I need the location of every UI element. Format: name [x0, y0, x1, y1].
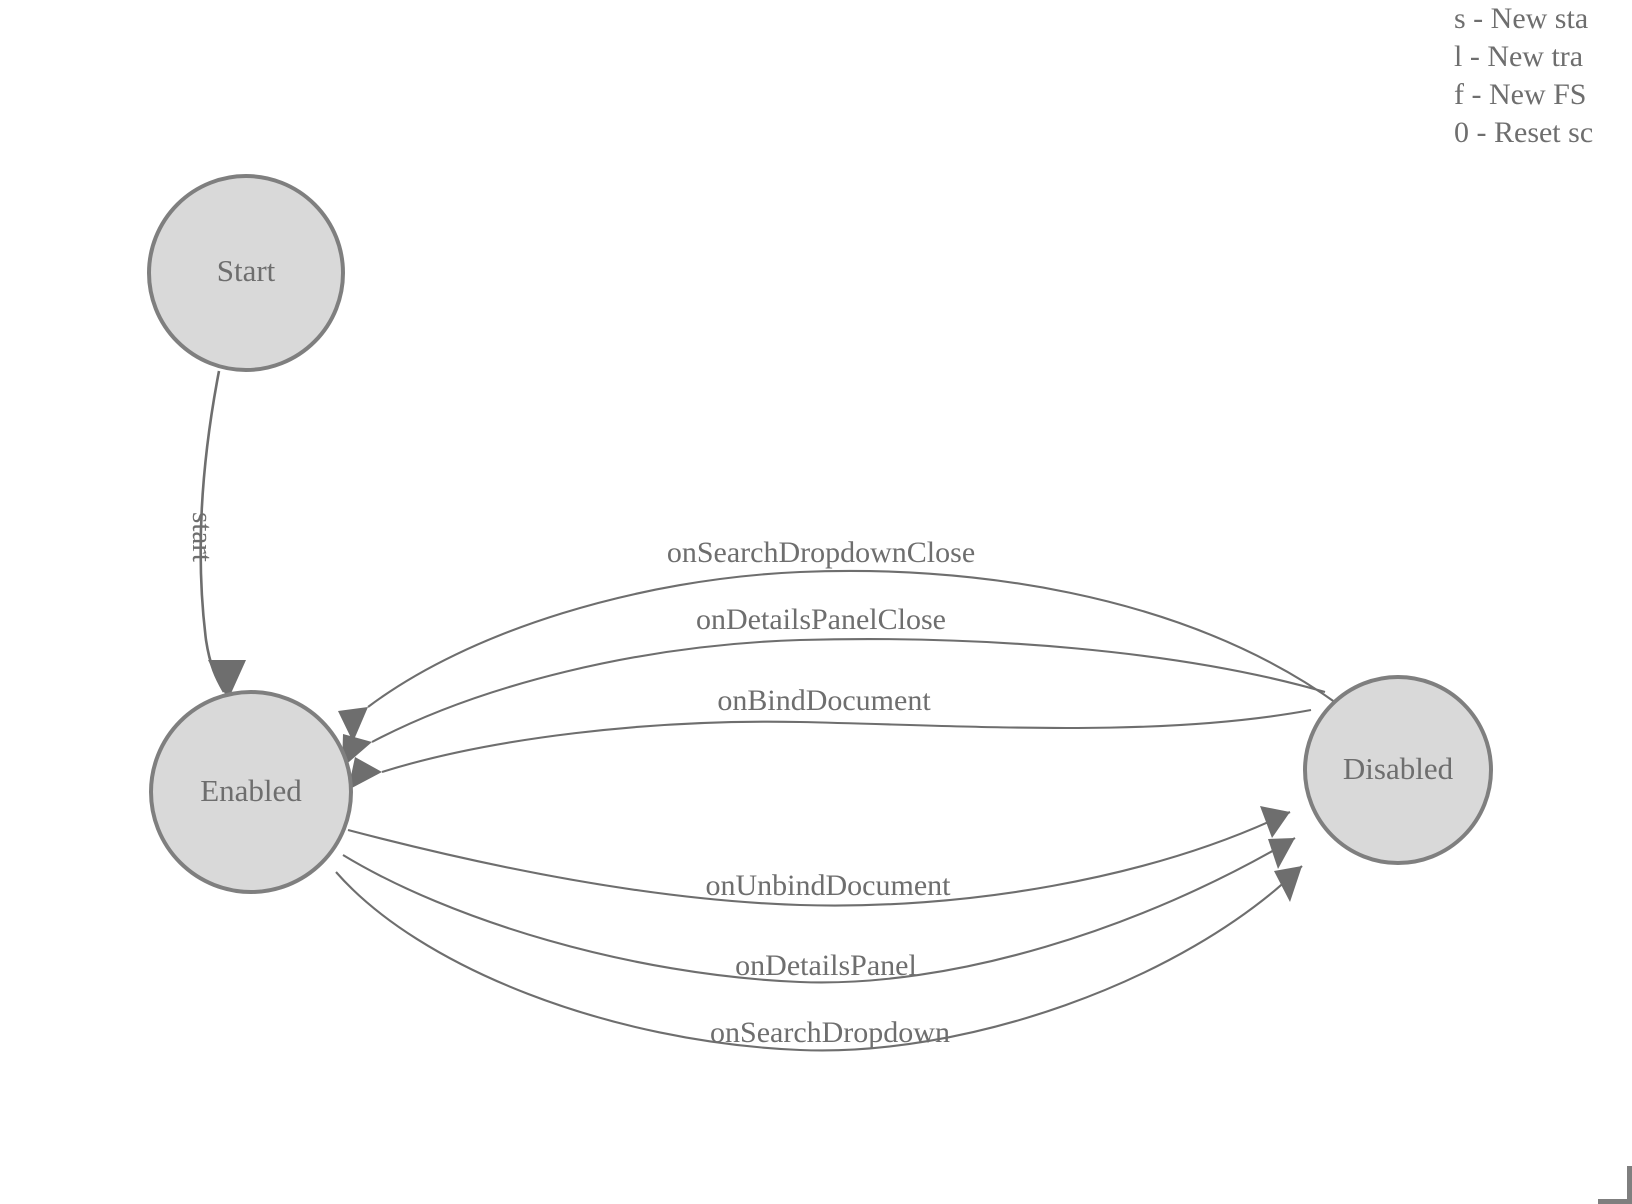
node-enabled-circle[interactable] — [149, 690, 353, 894]
arrow-head-onBindDocument — [348, 757, 382, 790]
edge-label-onUnbindDocument: onUnbindDocument — [706, 869, 952, 902]
edge-path-onUnbindDocument[interactable] — [347, 811, 1291, 907]
node-enabled[interactable]: Enabled — [149, 690, 353, 894]
edge-label-onDetailsPanel: onDetailsPanel — [735, 949, 917, 982]
node-enabled-label: Enabled — [200, 773, 302, 808]
edge-path-onBindDocument[interactable] — [381, 708, 1312, 774]
edge-label-onBindDocument: onBindDocument — [717, 684, 931, 717]
node-start-circle[interactable] — [147, 174, 345, 372]
edge-path-onSearchDropdownClose[interactable] — [367, 569, 1340, 708]
arrow-head-onSearchDropdown — [1274, 866, 1302, 902]
arrow-head-start — [208, 660, 246, 700]
node-disabled[interactable]: Disabled — [1303, 675, 1493, 865]
corner-frame-bracket — [1598, 1166, 1632, 1204]
edge-label-onSearchDropdownClose: onSearchDropdownClose — [667, 536, 975, 569]
edge-label-onSearchDropdown: onSearchDropdown — [710, 1016, 950, 1049]
edge-path-onDetailsPanelClose[interactable] — [371, 638, 1326, 743]
edge-group-disabled-to-enabled — [338, 569, 1340, 790]
edge-path-onDetailsPanel[interactable] — [342, 837, 1296, 984]
edge-label-onDetailsPanelClose: onDetailsPanelClose — [696, 603, 946, 636]
arrow-head-onDetailsPanelClose — [342, 734, 372, 768]
node-start-label: Start — [217, 253, 276, 288]
node-disabled-label: Disabled — [1343, 751, 1454, 786]
arrow-head-onDetailsPanel — [1268, 838, 1295, 869]
edge-label-start: start — [186, 512, 218, 562]
edge-group-start-to-enabled — [199, 370, 246, 700]
node-start[interactable]: Start — [147, 174, 345, 372]
edge-group-enabled-to-disabled — [335, 806, 1303, 1052]
edge-path-onSearchDropdown[interactable] — [335, 865, 1303, 1052]
arrow-head-onUnbindDocument — [1260, 806, 1290, 838]
node-disabled-circle[interactable] — [1303, 675, 1493, 865]
arrow-head-onSearchDropdownClose — [338, 707, 368, 742]
